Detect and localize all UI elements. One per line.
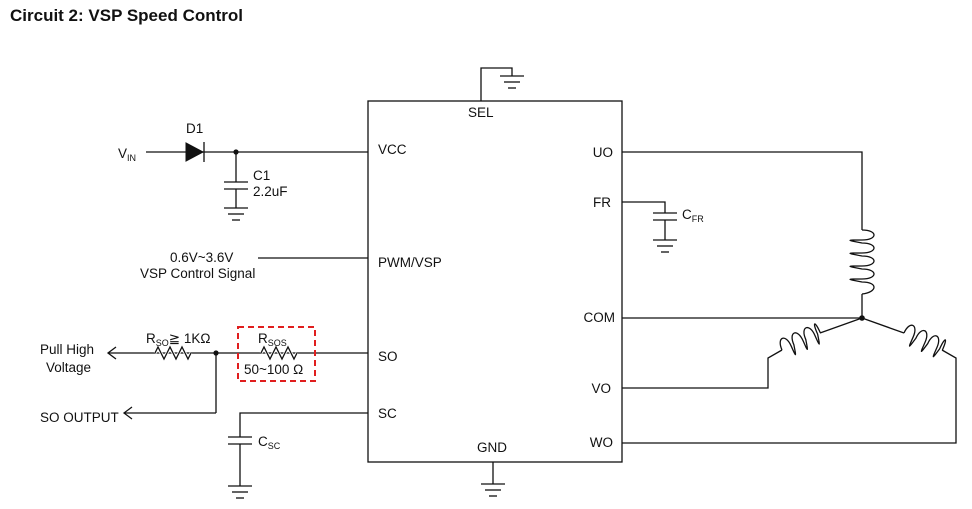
rsos-highlight-box <box>237 326 316 382</box>
pin-vo-label: VO <box>591 381 611 396</box>
pin-wo-label: WO <box>590 435 613 450</box>
motor-coil-v-icon <box>779 323 821 356</box>
resistor-rso <box>154 345 192 361</box>
so-output-label: SO OUTPUT <box>40 410 119 425</box>
capacitor-csc <box>228 412 368 499</box>
motor-coil-u-icon <box>849 229 875 295</box>
cfr-label: CFR <box>682 207 704 224</box>
diode-d1 <box>185 142 205 162</box>
pin-com-label: COM <box>584 310 616 325</box>
vin-label: VIN <box>118 146 136 163</box>
c1-value-label: 2.2uF <box>253 184 288 199</box>
rsos-label: RSOS <box>258 331 287 348</box>
motor-star-junction <box>859 315 865 321</box>
csc-label: CSC <box>258 434 281 451</box>
pin-so-label: SO <box>378 349 398 364</box>
capacitor-c1 <box>224 152 248 221</box>
pin-uo-label: UO <box>593 145 613 160</box>
pin-vcc-label: VCC <box>378 142 407 157</box>
ic-chip-body <box>367 100 623 463</box>
pull-high-line2: Voltage <box>46 360 91 375</box>
resistor-rsos <box>260 345 298 361</box>
pwm-range-label: 0.6V~3.6V <box>170 250 233 265</box>
rsos-value-label: 50~100 Ω <box>244 362 303 377</box>
pin-sel-label: SEL <box>468 105 494 120</box>
d1-label: D1 <box>186 121 203 136</box>
junction-dot <box>213 350 219 356</box>
page-title: Circuit 2: VSP Speed Control <box>10 6 243 25</box>
sel-ground-connection <box>480 67 524 101</box>
gnd-ground-symbol <box>481 462 505 497</box>
pin-sc-label: SC <box>378 406 397 421</box>
pin-gnd-label: GND <box>477 440 507 455</box>
pin-fr-label: FR <box>593 195 611 210</box>
pwm-signal-label: VSP Control Signal <box>140 266 255 281</box>
rso-label: RSO≧ 1KΩ <box>146 331 210 348</box>
motor-coil-w-icon <box>903 324 947 358</box>
c1-name-label: C1 <box>253 168 270 183</box>
capacitor-cfr <box>622 201 677 253</box>
pin-pwm-label: PWM/VSP <box>378 255 442 270</box>
motor-wires <box>622 151 957 444</box>
pull-high-line1: Pull High <box>40 342 94 357</box>
